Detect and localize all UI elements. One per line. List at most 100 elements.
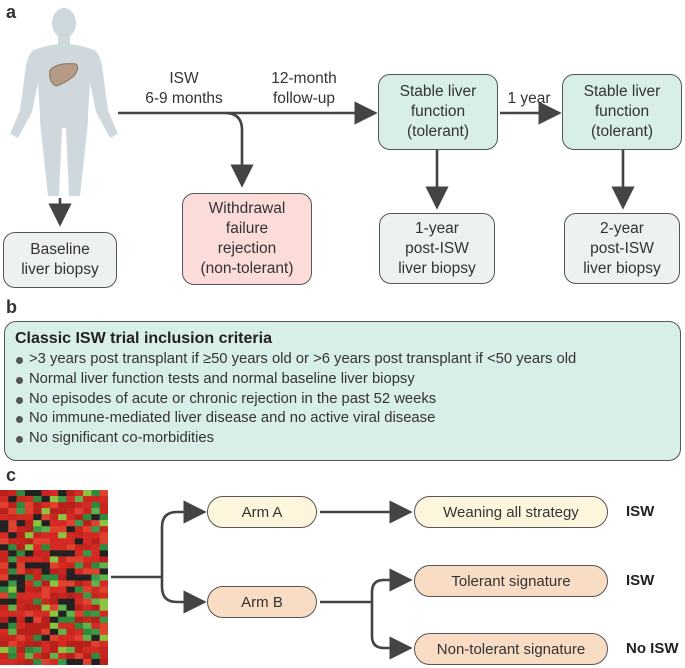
heatmap-cell bbox=[33, 544, 42, 551]
heatmap-cell bbox=[99, 610, 108, 618]
weaning-strategy-box: Weaning all strategy bbox=[414, 496, 608, 528]
heatmap-cell bbox=[33, 502, 42, 509]
heatmap-cell bbox=[66, 622, 76, 630]
heatmap-cell bbox=[41, 652, 51, 660]
heatmap-cell bbox=[49, 634, 59, 642]
heatmap-cell bbox=[91, 490, 100, 497]
heatmap-cell bbox=[74, 610, 84, 618]
heatmap-cell bbox=[74, 580, 84, 587]
criteria-item: No significant co-morbidities bbox=[15, 429, 670, 449]
heatmap-cell bbox=[33, 532, 42, 539]
heatmap-cell bbox=[41, 658, 51, 665]
heatmap-cell bbox=[8, 496, 17, 503]
heatmap-cell bbox=[49, 496, 59, 503]
heatmap-cell bbox=[83, 592, 92, 599]
heatmap-cell bbox=[83, 628, 92, 636]
heatmap-cell bbox=[99, 550, 108, 557]
heatmap-cell bbox=[8, 646, 17, 654]
heatmap-cell bbox=[16, 490, 26, 497]
heatmap-cell bbox=[99, 616, 108, 624]
heatmap-cell bbox=[41, 646, 51, 654]
heatmap-cell bbox=[24, 580, 34, 587]
heatmap-cell bbox=[49, 652, 59, 660]
heatmap-cell bbox=[58, 616, 67, 624]
arm-b-box: Arm B bbox=[207, 586, 317, 618]
heatmap-cell bbox=[91, 496, 100, 503]
heatmap-cell bbox=[33, 556, 42, 563]
heatmap-cell bbox=[24, 526, 34, 533]
heatmap-cell bbox=[74, 490, 84, 497]
heatmap-cell bbox=[41, 622, 51, 630]
heatmap-cell bbox=[74, 592, 84, 599]
heatmap-cell bbox=[49, 640, 59, 648]
heatmap-cell bbox=[49, 610, 59, 618]
heatmap-cell bbox=[83, 502, 92, 509]
heatmap-cell bbox=[49, 538, 59, 545]
heatmap-cell bbox=[33, 526, 42, 533]
heatmap-cell bbox=[58, 592, 67, 599]
heatmap-cell bbox=[8, 520, 17, 527]
heatmap-cell bbox=[66, 610, 76, 618]
heatmap-cell bbox=[66, 532, 76, 539]
heatmap-cell bbox=[99, 586, 108, 593]
heatmap-cell bbox=[91, 556, 100, 563]
heatmap-cell bbox=[41, 640, 51, 648]
heatmap-cell bbox=[49, 628, 59, 636]
heatmap-cell bbox=[49, 556, 59, 563]
heatmap-cell bbox=[66, 580, 76, 587]
outcome-isw-weaning: ISW bbox=[626, 503, 655, 520]
heatmap-cell bbox=[83, 652, 92, 660]
heatmap-cell bbox=[0, 616, 9, 624]
heatmap-cell bbox=[74, 502, 84, 509]
heatmap-cell bbox=[58, 574, 67, 581]
heatmap-cell bbox=[41, 502, 51, 509]
heatmap-cell bbox=[58, 514, 67, 521]
heatmap-cell bbox=[24, 658, 34, 665]
heatmap-cell bbox=[58, 652, 67, 660]
heatmap-cell bbox=[0, 520, 9, 527]
heatmap-cell bbox=[24, 604, 34, 611]
heatmap-cell bbox=[24, 514, 34, 521]
heatmap-cell bbox=[74, 640, 84, 648]
heatmap-cell bbox=[66, 634, 76, 642]
heatmap-cell bbox=[58, 568, 67, 575]
heatmap-cell bbox=[33, 646, 42, 654]
panel-letter-a: a bbox=[6, 2, 17, 22]
heatmap-cell bbox=[24, 520, 34, 527]
heatmap-cell bbox=[0, 568, 9, 575]
heatmap-cell bbox=[24, 616, 34, 624]
heatmap-cell bbox=[58, 538, 67, 545]
heatmap-cell bbox=[0, 598, 9, 605]
heatmap-cell bbox=[8, 514, 17, 521]
heatmap-cell bbox=[91, 538, 100, 545]
heatmap-cell bbox=[91, 532, 100, 539]
heatmap-cell bbox=[74, 586, 84, 593]
heatmap-cell bbox=[0, 574, 9, 581]
heatmap-cell bbox=[99, 544, 108, 551]
heatmap-cell bbox=[99, 634, 108, 642]
arm-a-box: Arm A bbox=[207, 496, 317, 528]
heatmap-cell bbox=[83, 508, 92, 515]
heatmap-cell bbox=[49, 514, 59, 521]
heatmap-cell bbox=[0, 556, 9, 563]
panel-letter-b: b bbox=[6, 297, 17, 317]
heatmap-cell bbox=[49, 592, 59, 599]
heatmap-cell bbox=[74, 598, 84, 605]
heatmap-cell bbox=[8, 502, 17, 509]
heatmap-cell bbox=[74, 634, 84, 642]
heatmap-cell bbox=[0, 526, 9, 533]
heatmap-cell bbox=[74, 652, 84, 660]
heatmap-cell bbox=[91, 658, 100, 665]
heatmap-cell bbox=[24, 586, 34, 593]
heatmap-cell bbox=[0, 580, 9, 587]
heatmap-cell bbox=[24, 634, 34, 642]
heatmap-cell bbox=[0, 538, 9, 545]
heatmap-cell bbox=[74, 616, 84, 624]
heatmap-cell bbox=[66, 652, 76, 660]
heatmap-cell bbox=[8, 634, 17, 642]
heatmap-cell bbox=[33, 550, 42, 557]
heatmap-cell bbox=[16, 556, 26, 563]
heatmap-cell bbox=[66, 592, 76, 599]
heatmap-cell bbox=[83, 646, 92, 654]
